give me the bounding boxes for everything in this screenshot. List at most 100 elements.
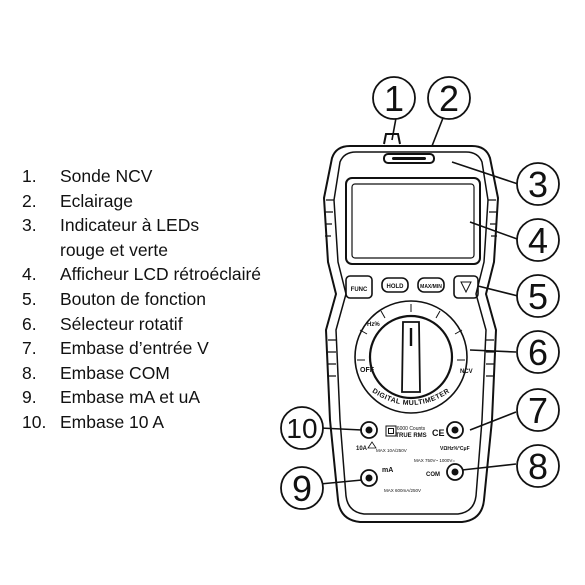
legend-number: 2. [22, 190, 37, 211]
meter-body [333, 151, 489, 515]
leader-8 [461, 463, 517, 471]
led-lens [392, 157, 426, 160]
callout-number-6: 6 [528, 332, 548, 373]
jack-10a-rating: MAX 10A/250V [376, 448, 407, 453]
callout-number-3: 3 [528, 164, 548, 205]
legend-number: 5. [22, 288, 37, 309]
legend-text: Indicateur à LEDs [60, 215, 200, 236]
legend-item: 4. Afficheur LCD rétroéclairé [22, 262, 261, 287]
jack-v-label: VΩHz%°CμF [440, 446, 470, 452]
dial-label-ncv: NCV [460, 369, 473, 375]
legend-number: 3. [22, 215, 37, 236]
func-button[interactable] [345, 275, 373, 299]
callout-circle-2 [427, 76, 471, 120]
callout-circle-4 [516, 218, 560, 262]
legend-text: Afficheur LCD rétroéclairé [60, 264, 262, 285]
legend-item: rouge et verte [22, 238, 261, 263]
maxmin-button[interactable] [417, 277, 445, 293]
left-lower-ribs [328, 339, 336, 377]
legend-item: 2. Eclairage [22, 189, 261, 214]
callout-circle-8 [516, 444, 560, 488]
callout-number-2: 2 [439, 78, 459, 119]
callout-number-9: 9 [292, 468, 312, 509]
legend-text: Sélecteur rotatif [60, 313, 183, 334]
maxmin-button-label: MAX/MIN [420, 284, 442, 290]
dial-label-hz: Hz% [367, 322, 380, 328]
leader-3 [451, 161, 519, 185]
jack-10a-label: 10A [356, 446, 368, 452]
true-rms-label: TRUE RMS [395, 433, 426, 439]
legend-text: rouge et verte [60, 239, 168, 260]
ce-mark: CE [432, 428, 445, 438]
legend-item: 1. Sonde NCV [22, 164, 261, 189]
jack-v-rating: MAX 750V~ 1000V= [414, 458, 455, 463]
callout-number-5: 5 [528, 276, 548, 317]
callout-circle-6 [516, 330, 560, 374]
dial-label-off: OFF [360, 367, 375, 374]
legend-item: 8. Embase COM [22, 361, 261, 386]
light-icon [460, 281, 472, 294]
legend-text: Embase mA et uA [60, 387, 201, 408]
light-button[interactable] [453, 275, 479, 299]
rotary-selector[interactable] [368, 314, 454, 400]
legend-item: 7. Embase d’entrée V [22, 336, 261, 361]
callout-number-7: 7 [528, 390, 548, 431]
leader-1 [391, 117, 397, 141]
callout-circle-5 [516, 274, 560, 318]
legend-number: 10. [22, 411, 47, 432]
legend-list: 1. Sonde NCV 2. Eclairage 3. Indicateur à LED… [22, 164, 261, 435]
legend-text: Eclairage [60, 190, 133, 211]
callout-circle-3 [516, 162, 560, 206]
legend-item: 10. Embase 10 A [22, 410, 261, 435]
ncv-probe-tip [383, 133, 401, 145]
jack-ma-label: mA [382, 467, 393, 474]
warning-icon [367, 441, 377, 449]
callout-circle-10 [280, 406, 324, 450]
legend-text: Embase COM [60, 362, 170, 383]
leader-9 [319, 479, 363, 485]
leader-2 [431, 117, 444, 147]
led-indicator [383, 153, 435, 164]
callout-number-1: 1 [384, 78, 404, 119]
jack-10a[interactable] [360, 421, 378, 439]
hold-button-label: HOLD [387, 284, 405, 290]
callout-number-10: 10 [286, 413, 317, 444]
left-grip-ribs [325, 199, 334, 237]
legend-item: 9. Embase mA et uA [22, 385, 261, 410]
legend-number: 7. [22, 338, 37, 359]
rubber-holster [322, 145, 500, 523]
callout-circle-9 [280, 466, 324, 510]
legend-item: 3. Indicateur à LEDs [22, 213, 261, 238]
legend-text: Bouton de fonction [60, 288, 206, 309]
legend-number: 4. [22, 264, 37, 285]
legend-item: 5. Bouton de fonction [22, 287, 261, 312]
legend-number: 8. [22, 362, 37, 383]
leader-5 [477, 285, 519, 297]
double-insulation-icon [385, 425, 397, 437]
hold-button[interactable] [381, 277, 409, 293]
right-lower-ribs [486, 339, 494, 377]
lcd-screen [351, 183, 475, 259]
jack-ma-rating: MAX 600mA/250V [384, 488, 421, 493]
legend-number: 6. [22, 313, 37, 334]
callout-number-4: 4 [528, 220, 548, 261]
selector-knob [401, 321, 421, 393]
counts-label: 6000 Counts [397, 426, 426, 432]
dial-tick-marks [357, 304, 465, 361]
jack-com-label: COM [426, 472, 440, 478]
legend-number: 9. [22, 387, 37, 408]
callout-circle-7 [516, 388, 560, 432]
right-grip-ribs [488, 199, 497, 237]
jack-v[interactable] [446, 421, 464, 439]
callout-circle-1 [372, 76, 416, 120]
legend-text: Sonde NCV [60, 166, 153, 186]
legend-text: Embase d’entrée V [60, 338, 209, 359]
jack-ma[interactable] [360, 469, 378, 487]
lcd-bezel [345, 177, 481, 265]
legend-number: 1. [22, 166, 37, 186]
leader-7 [469, 411, 517, 431]
dial-ring [354, 300, 468, 414]
legend-text: Embase 10 A [60, 411, 165, 432]
jack-com[interactable] [446, 463, 464, 481]
